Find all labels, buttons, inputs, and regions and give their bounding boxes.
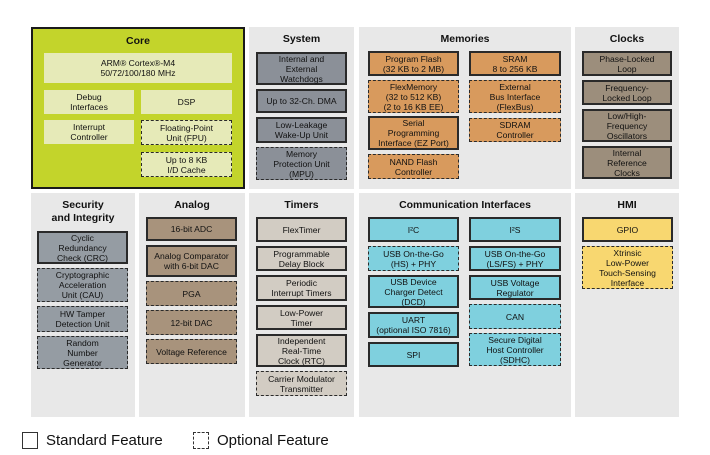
communication-title: Communication Interfaces	[399, 199, 531, 211]
legend-standard: Standard Feature	[22, 432, 163, 449]
usb-voltage-regulator-block: USB Voltage Regulator	[469, 275, 561, 300]
security-panel: Security and Integrity Cyclic Redundancy…	[31, 193, 135, 417]
oscillators-block: Low/High- Frequency Oscillators	[582, 109, 672, 142]
clocks-panel: Clocks Phase-Locked Loop Frequency- Lock…	[575, 27, 679, 189]
rng-block: Random Number Generator	[37, 336, 128, 369]
mpu-block: Memory Protection Unit (MPU)	[256, 147, 347, 180]
sdram-controller-block: SDRAM Controller	[469, 118, 561, 142]
nand-flash-block: NAND Flash Controller	[368, 154, 459, 179]
dac-block: 12-bit DAC	[146, 310, 237, 335]
uart-block: UART (optional ISO 7816)	[368, 312, 459, 338]
legend-standard-label: Standard Feature	[46, 432, 163, 449]
pga-block: PGA	[146, 281, 237, 306]
rtc-block: Independent Real-Time Clock (RTC)	[256, 334, 347, 367]
tamper-detection-block: HW Tamper Detection Unit	[37, 306, 128, 332]
cache-block: Up to 8 KB I/D Cache	[141, 152, 232, 177]
fpu-block: Floating-Point Unit (FPU)	[141, 120, 232, 145]
voltage-reference-block: Voltage Reference	[146, 339, 237, 364]
cpu-block: ARM® Cortex®-M4 50/72/100/180 MHz	[44, 53, 232, 83]
usb-otg-lsfs-block: USB On-the-Go (LS/FS) + PHY	[469, 246, 561, 271]
pll-block: Phase-Locked Loop	[582, 51, 672, 76]
program-flash-block: Program Flash (32 KB to 2 MB)	[368, 51, 459, 76]
analog-panel: Analog 16-bit ADC Analog Comparator with…	[139, 193, 245, 417]
interrupt-controller-block: Interrupt Controller	[44, 120, 134, 144]
system-title: System	[282, 33, 321, 45]
spi-block: SPI	[368, 342, 459, 367]
watchdogs-block: Internal and External Watchdogs	[256, 52, 347, 85]
i2s-block: I²S	[469, 217, 561, 242]
ez-port-block: Serial Programming Interface (EZ Port)	[368, 116, 459, 150]
communication-panel: Communication Interfaces I²C I²S USB On-…	[359, 193, 571, 417]
memories-panel: Memories Program Flash (32 KB to 2 MB) S…	[359, 27, 571, 189]
carrier-modulator-block: Carrier Modulator Transmitter	[256, 371, 347, 396]
hmi-title: HMI	[617, 199, 637, 211]
low-power-timer-block: Low-Power Timer	[256, 305, 347, 330]
timers-title: Timers	[284, 199, 319, 211]
timers-panel: Timers FlexTimer Programmable Delay Bloc…	[249, 193, 354, 417]
sdhc-block: Secure Digital Host Controller (SDHC)	[469, 333, 561, 366]
wakeup-unit-block: Low-Leakage Wake-Up Unit	[256, 117, 347, 143]
fll-block: Frequency- Locked Loop	[582, 80, 672, 105]
core-title: Core	[126, 35, 150, 47]
security-title: Security and Integrity	[51, 199, 115, 224]
gpio-block: GPIO	[582, 217, 673, 242]
analog-title: Analog	[174, 199, 210, 211]
adc-block: 16-bit ADC	[146, 217, 237, 241]
usb-dcd-block: USB Device Charger Detect (DCD)	[368, 275, 459, 308]
hmi-panel: HMI GPIO Xtrinsic Low-Power Touch-Sensin…	[575, 193, 679, 417]
legend-optional-label: Optional Feature	[217, 432, 329, 449]
crc-block: Cyclic Redundancy Check (CRC)	[37, 231, 128, 264]
dma-block: Up to 32-Ch. DMA	[256, 89, 347, 113]
core-panel: Core ARM® Cortex®-M4 50/72/100/180 MHz D…	[31, 27, 245, 189]
pit-block: Periodic Interrupt Timers	[256, 275, 347, 301]
cau-block: Cryptographic Acceleration Unit (CAU)	[37, 268, 128, 302]
usb-otg-hs-block: USB On-the-Go (HS) + PHY	[368, 246, 459, 271]
system-panel: System Internal and External Watchdogs U…	[249, 27, 354, 189]
clocks-title: Clocks	[609, 33, 645, 45]
comparator-block: Analog Comparator with 6-bit DAC	[146, 245, 237, 277]
flextimer-block: FlexTimer	[256, 217, 347, 242]
memories-title: Memories	[440, 33, 490, 45]
dsp-block: DSP	[141, 90, 232, 114]
delay-block: Programmable Delay Block	[256, 246, 347, 271]
solid-box-icon	[22, 432, 38, 449]
sram-block: SRAM 8 to 256 KB	[469, 51, 561, 76]
can-block: CAN	[469, 304, 561, 329]
i2c-block: I²C	[368, 217, 459, 242]
flexmemory-block: FlexMemory (32 to 512 KB) (2 to 16 KB EE…	[368, 80, 459, 113]
touch-sensing-block: Xtrinsic Low-Power Touch-Sensing Interfa…	[582, 246, 673, 289]
debug-interfaces-block: Debug Interfaces	[44, 90, 134, 114]
dashed-box-icon	[193, 432, 209, 449]
reference-clocks-block: Internal Reference Clocks	[582, 146, 672, 179]
legend-optional: Optional Feature	[193, 432, 329, 449]
flexbus-block: External Bus Interface (FlexBus)	[469, 80, 561, 113]
